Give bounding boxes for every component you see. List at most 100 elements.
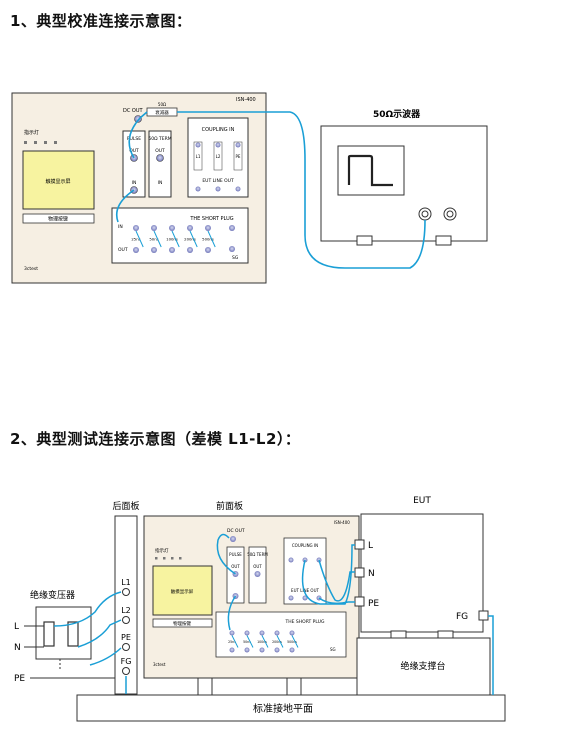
delay1-bottom-connector-2: [151, 247, 157, 253]
cable-pulse-dc: [216, 533, 236, 575]
delay1-jumper-3: [171, 230, 180, 248]
eut-out-connector-1: [195, 186, 201, 192]
pulse-in-label: IN: [132, 180, 137, 186]
eut-fg-label: FG: [456, 612, 468, 622]
delay2-jumper-3: [261, 635, 269, 648]
eut-out-connector-3: [235, 186, 241, 192]
coupling-in-label: COUPLING IN: [202, 127, 235, 133]
insulating-support-label: 绝缘支撑台: [400, 660, 445, 672]
dc-out-label-2: DC OUT: [227, 528, 245, 534]
front-panel-label: 前面板: [216, 500, 243, 512]
brand-label-2: 3ctest: [153, 662, 166, 667]
eut-fg-terminal: [478, 610, 489, 621]
touch-display-label-2: 触摸显示屏: [171, 588, 194, 595]
eut-line-out-label-2: EUT LINE OUT: [291, 588, 319, 593]
section2-heading: 2、典型测试连接示意图（差模 L1-L2）：: [10, 430, 301, 448]
sg-label: SG: [232, 255, 239, 261]
delay1-jumper-4: [189, 230, 198, 248]
delay1-jumper-2: [153, 230, 162, 248]
delay2-label-5: 500ns: [287, 640, 297, 644]
term-out-connector: [156, 154, 164, 162]
cable-pulse-plug: [227, 595, 237, 631]
transformer-pe-label: PE: [14, 674, 25, 684]
cable-coupling-pe: [318, 597, 355, 605]
pulse-out-label: OUT: [129, 148, 139, 154]
eut2-out-connector-1: [288, 595, 294, 601]
delay1-top-connector-1: [133, 225, 139, 231]
short-plug-module-2: [215, 611, 347, 658]
delay2-top-connector-5: [289, 630, 295, 636]
indicator-label: 指示灯: [24, 129, 39, 136]
coupling-connector-2: [215, 142, 221, 148]
delay1-bottom-connector-5: [205, 247, 211, 253]
pulse-out-label-2: OUT: [231, 564, 240, 569]
delay1-label-4: 200ns: [184, 237, 196, 242]
delay1-top-connector-2: [151, 225, 157, 231]
short-plug-label: THE SHORT PLUG: [189, 216, 233, 222]
eut-out-connector-2: [215, 186, 221, 192]
touch-display-label: 触摸显示屏: [45, 178, 70, 185]
rear-fg-label: FG: [121, 657, 132, 666]
scope-foot-right: [435, 235, 452, 246]
cable-coupling-n: [318, 559, 355, 602]
rear-panel: 后面板 L1 L2 PE FG: [112, 500, 140, 695]
physical-key-label-2: 物理按键: [173, 620, 191, 627]
transformer-n-label: N: [14, 643, 21, 653]
eut-n-label: N: [368, 569, 375, 579]
ground-plane: 标准接地平面: [76, 694, 506, 722]
term-module: [148, 130, 172, 198]
term-out-label: OUT: [155, 148, 165, 154]
coupling-pe-label: PE: [236, 154, 241, 159]
eut: EUT L N PE FG: [354, 496, 489, 640]
delay2-label-1: 25ns: [228, 640, 236, 644]
coupling-slot-3: [233, 141, 243, 171]
transformer-l-label: L: [14, 622, 19, 632]
eut-l-label: L: [368, 541, 373, 551]
coupling-slot-2: [213, 141, 223, 171]
coupling-l2-label: L2: [216, 154, 221, 159]
sg-top-connector: [229, 225, 235, 231]
touch-display-2: [152, 565, 213, 616]
touch-display: [22, 150, 95, 210]
term-out-connector-2: [254, 571, 261, 577]
physical-key: [22, 213, 95, 224]
physical-key-2: [152, 618, 213, 628]
delay1-jumper-1: [135, 230, 144, 248]
delay2-top-connector-4: [274, 630, 280, 636]
indicator-dots: [24, 141, 57, 144]
delay1-bottom-connector-4: [187, 247, 193, 253]
coupling-connector-1: [195, 142, 201, 148]
cable-attenuator-to-scope: [177, 111, 426, 269]
rear-l2-label: L2: [121, 606, 131, 615]
indicator-label-2: 指示灯: [155, 547, 169, 554]
delay1-label-2: 50ns: [149, 237, 158, 242]
eut-line-out-label: EUT LINE OUT: [202, 178, 234, 184]
delay2-jumper-2: [246, 635, 254, 648]
dc-out-connector-2: [230, 536, 236, 542]
indicator-dots-2: [155, 557, 182, 560]
rear-l1-label: L1: [121, 578, 131, 587]
eut-n-terminal: [354, 567, 365, 578]
term-in-label: IN: [158, 180, 163, 186]
rear-panel-label: 后面板: [112, 500, 139, 512]
coupling-in-label-2: COUPLING IN: [292, 543, 318, 548]
eut-l-terminal: [354, 539, 365, 550]
oscilloscope: 50Ω示波器: [320, 108, 488, 246]
cable-transformer-l2: [77, 619, 122, 648]
ground-plane-label: 标准接地平面: [253, 702, 313, 715]
cable-transformer-l1: [53, 591, 122, 627]
cable-pulse-in-to-plug: [115, 189, 135, 223]
short-plug-out-label: OUT: [118, 247, 128, 253]
delay2-bottom-connector-2: [244, 647, 250, 653]
delay1-label-1: 25ns: [131, 237, 140, 242]
delay2-label-3: 100ns: [257, 640, 267, 644]
device-model-label-2: ISN-400: [334, 520, 350, 525]
delay1-top-connector-4: [187, 225, 193, 231]
term-label: 50Ω TERM: [148, 136, 171, 142]
delay2-jumper-5: [291, 635, 299, 648]
coupling-connector-3: [235, 142, 241, 148]
delay2-bottom-connector-1: [229, 647, 235, 653]
